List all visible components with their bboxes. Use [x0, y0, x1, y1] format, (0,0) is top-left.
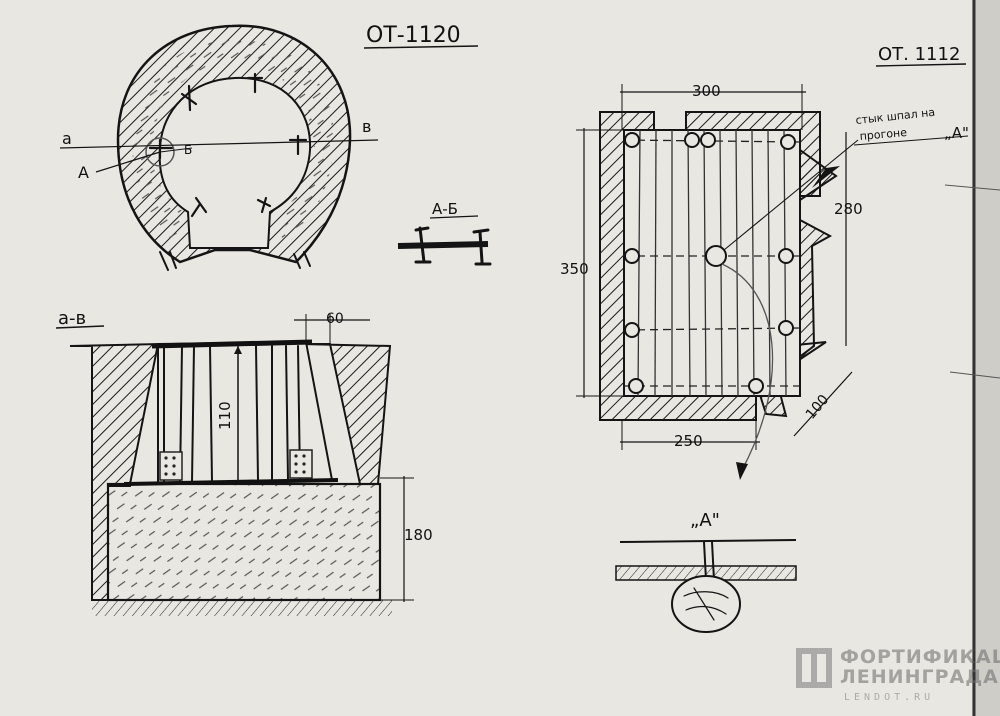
detail-A: „А" [615, 510, 797, 633]
detail-A-ground [615, 565, 797, 581]
ibeam-markers [148, 72, 308, 218]
detail-A-log-grain [683, 587, 729, 621]
detail-ab: А-Б [397, 200, 492, 266]
detail-ab-label: А-Б [432, 200, 458, 218]
detail-ab-ibeam-left [414, 226, 432, 264]
note-ref: „А" [944, 124, 969, 142]
detail-ab-ibeam-right [472, 228, 492, 266]
ring-inner-opening [158, 76, 312, 249]
detail-A-log [671, 575, 741, 633]
title-ot1112: ОТ. 1112 [878, 44, 960, 65]
note-arrow [812, 166, 840, 188]
detail-leader-curve [721, 263, 774, 471]
dim-110-text: 110 [216, 401, 234, 430]
dim-110-arrow [234, 346, 242, 354]
watermark-url: LENDOT.RU [844, 692, 935, 703]
detail-ab-rail [397, 241, 489, 249]
ground-marks-left [159, 251, 177, 271]
dim-350-text: 350 [560, 260, 589, 278]
ot1112-view: ОТ. 1112 [560, 44, 969, 480]
label-a: а [62, 129, 72, 148]
leader-A [95, 151, 161, 173]
frame-bottom-beam [123, 478, 339, 486]
note-leader [723, 139, 859, 251]
dim-60-text: 60 [326, 311, 344, 327]
ot1112-posts [624, 132, 796, 394]
title-ot1120-underline [363, 45, 479, 49]
detail-A-top-line [619, 539, 797, 543]
title-ot1120: ОТ-1120 [366, 23, 461, 48]
detail-A-label: „А" [690, 510, 720, 531]
frame-top-beam [151, 339, 313, 349]
bolt-plates [159, 449, 313, 481]
label-v: в [362, 117, 371, 136]
watermark-line1: ФОРТИФИКАЦИЯ [840, 646, 1000, 668]
watermark: ФОРТИФИКАЦИЯ ЛЕНИНГРАДА LENDOT.RU [790, 640, 1000, 710]
section-av-underline [55, 325, 105, 329]
detail-ab-underline [429, 215, 479, 219]
title-ot1112-underline [875, 63, 967, 67]
section-av-label: а-в [58, 308, 86, 329]
dim-100-line [793, 371, 853, 437]
note-line2: прогоне [859, 126, 908, 143]
label-B: Б [184, 143, 192, 157]
section-line-av [59, 139, 379, 149]
dim-180-text: 180 [404, 526, 433, 544]
leader-B [159, 147, 193, 153]
detail-circle-A [145, 137, 175, 167]
dim-280-text: 280 [834, 200, 863, 218]
paper-fold-line-bottom [949, 371, 1000, 379]
watermark-line2: ЛЕНИНГРАДА [840, 666, 999, 688]
fortification-logo-icon [796, 648, 832, 688]
plan-view: а в А Б [59, 24, 379, 271]
ground-marks-right [293, 251, 311, 269]
note-underline [853, 135, 969, 146]
dim-250-text: 250 [674, 432, 703, 450]
concrete-base [106, 482, 382, 602]
paper-fold-line-top [944, 184, 1000, 191]
base-ground-hatch [92, 600, 392, 616]
detail-leader-arrow [736, 462, 748, 480]
dim-300-text: 300 [692, 82, 721, 100]
paper-right-edge [972, 0, 1000, 716]
label-A: А [78, 163, 89, 182]
section-av: а-в [55, 308, 433, 616]
